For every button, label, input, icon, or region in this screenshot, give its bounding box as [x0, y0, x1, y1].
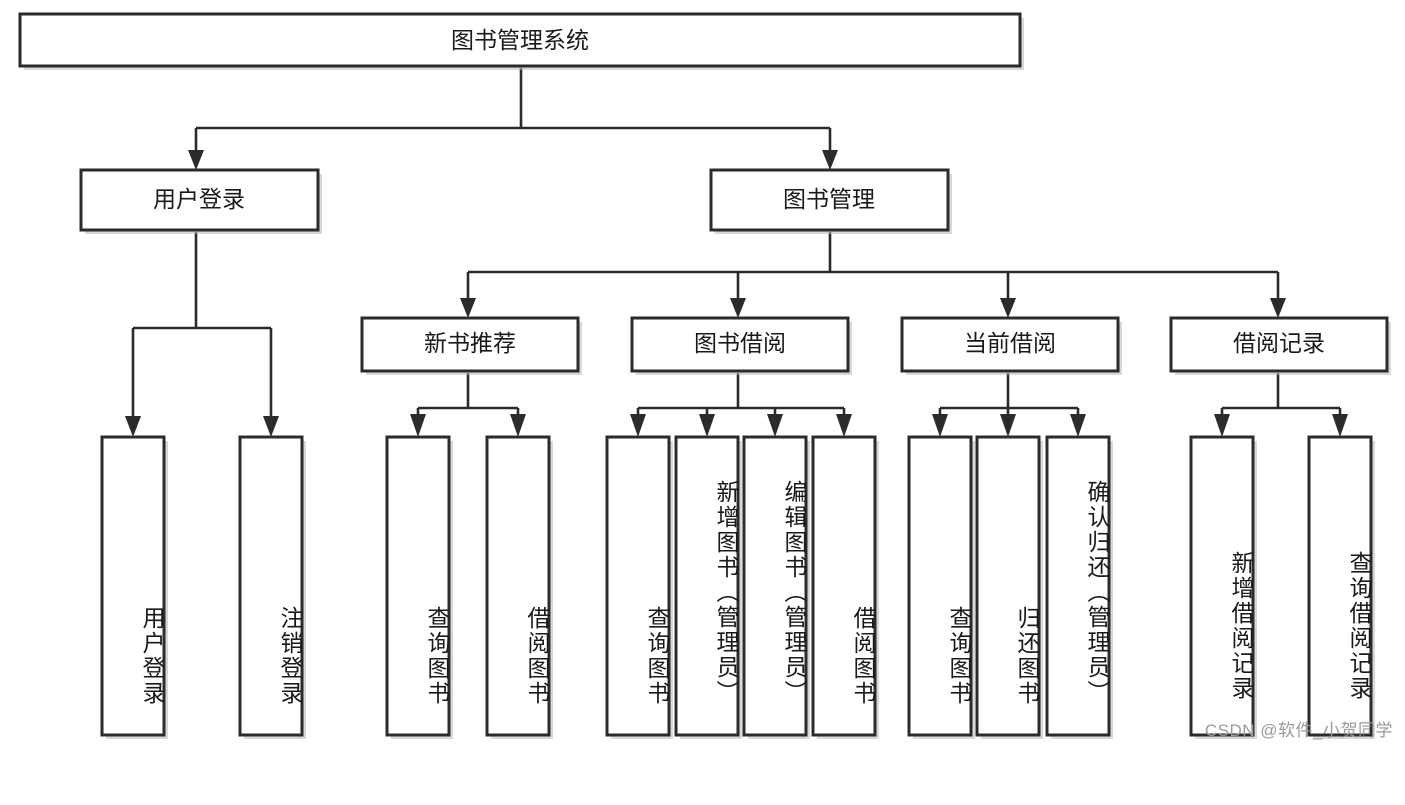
- system-structure-diagram: 图书管理系统 用户登录 图书管理 新书推荐 图书借阅 当前借阅 借阅记录: [18, 12, 1391, 739]
- arrow-to-borrow-record: [1270, 298, 1286, 318]
- arrow-to-book-manage: [822, 150, 838, 170]
- leaf-confirm-return-box[interactable]: [1045, 435, 1111, 737]
- book-manage-label: 图书管理: [783, 186, 875, 212]
- leaf-query-record-box[interactable]: [1307, 435, 1373, 737]
- leaf-query-book-3-box[interactable]: [907, 435, 973, 737]
- leaf-add-record-box[interactable]: [1189, 435, 1255, 737]
- node-root[interactable]: 图书管理系统: [18, 12, 1024, 70]
- leaf-user-login-box[interactable]: [100, 435, 166, 737]
- leaf-edit-book-box[interactable]: [742, 435, 808, 737]
- arrow-leaf-borrow-book-1: [510, 414, 526, 437]
- arrow-leaf-borrow-book-2: [836, 414, 852, 437]
- arrow-leaf-return-book: [1000, 414, 1016, 437]
- borrow-record-box[interactable]: [1169, 316, 1389, 373]
- book-borrow-label: 图书借阅: [694, 330, 786, 356]
- root-box[interactable]: [18, 12, 1022, 68]
- leaf-logout-box[interactable]: [238, 435, 304, 737]
- leaf-borrow-book-1-box[interactable]: [485, 435, 551, 737]
- node-book-borrow[interactable]: 图书借阅: [630, 316, 852, 375]
- arrow-leaf-query-book-3: [932, 414, 948, 437]
- arrow-leaf-user-login: [125, 416, 141, 437]
- csdn-watermark: CSDN @软件_小贺同学: [1204, 721, 1393, 740]
- node-new-book-recommend[interactable]: 新书推荐: [360, 316, 582, 375]
- arrow-to-book-borrow: [730, 298, 746, 318]
- new-book-recommend-label: 新书推荐: [424, 330, 516, 356]
- book-borrow-box[interactable]: [630, 316, 850, 373]
- arrow-leaf-query-record: [1332, 414, 1348, 437]
- arrow-leaf-query-book-2: [630, 414, 646, 437]
- current-borrow-box[interactable]: [900, 316, 1120, 373]
- borrow-record-label: 借阅记录: [1233, 330, 1325, 356]
- arrow-leaf-logout: [263, 416, 279, 437]
- node-user-login[interactable]: 用户登录: [79, 168, 322, 234]
- node-current-borrow[interactable]: 当前借阅: [900, 316, 1122, 375]
- root-label: 图书管理系统: [451, 27, 589, 53]
- leaf-borrow-book-2-box[interactable]: [811, 435, 877, 737]
- arrow-leaf-edit-book: [767, 414, 783, 437]
- leaf-query-book-1-box[interactable]: [385, 435, 451, 737]
- book-manage-box[interactable]: [709, 168, 950, 232]
- arrow-to-user-login: [188, 150, 204, 170]
- leaf-return-book-box[interactable]: [975, 435, 1041, 737]
- arrow-leaf-add-book: [699, 414, 715, 437]
- arrow-to-current-borrow: [1000, 298, 1016, 318]
- arrow-leaf-query-book-1: [410, 414, 426, 437]
- arrow-leaf-add-record: [1214, 414, 1230, 437]
- leaf-boxes: [100, 435, 1375, 739]
- connector-layer: [125, 68, 1348, 437]
- arrow-to-new-book-recommend: [460, 298, 476, 318]
- new-book-recommend-box[interactable]: [360, 316, 580, 373]
- user-login-label: 用户登录: [153, 186, 245, 212]
- leaf-query-book-2-box[interactable]: [605, 435, 671, 737]
- node-book-manage[interactable]: 图书管理: [709, 168, 952, 234]
- user-login-box[interactable]: [79, 168, 320, 232]
- node-borrow-record[interactable]: 借阅记录: [1169, 316, 1391, 375]
- current-borrow-label: 当前借阅: [964, 330, 1056, 356]
- leaf-add-book-box[interactable]: [674, 435, 740, 737]
- arrow-leaf-confirm-return: [1070, 414, 1086, 437]
